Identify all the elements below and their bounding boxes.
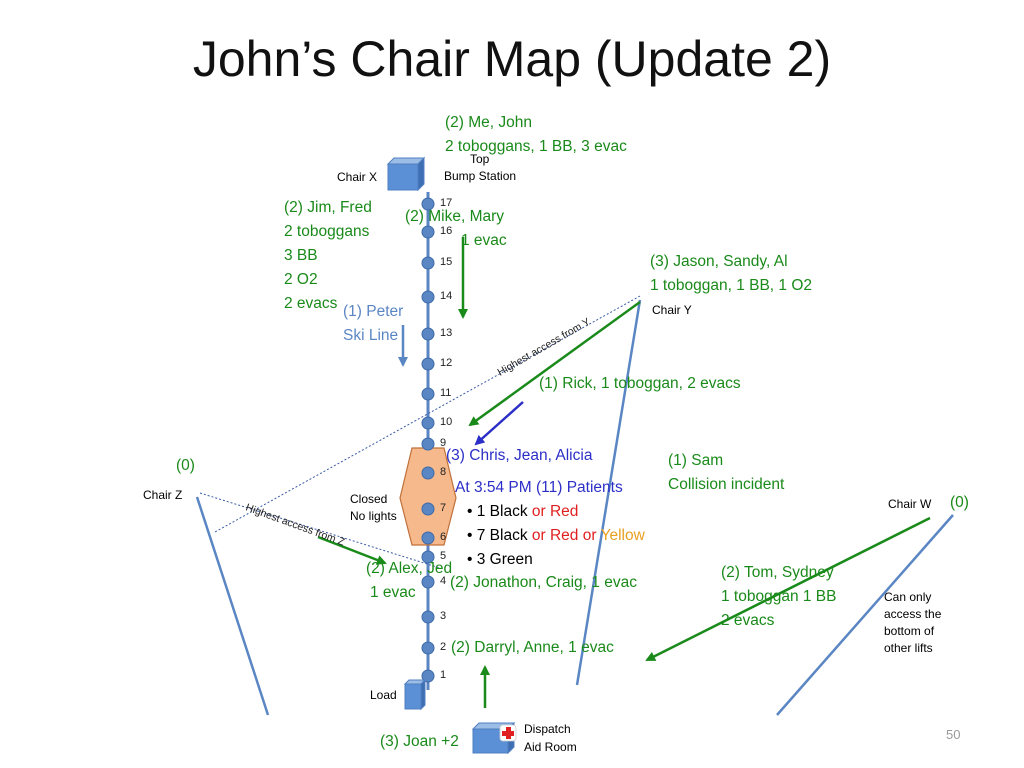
- closed-zone-shape: [399, 447, 457, 546]
- tower-label-14: 14: [440, 290, 453, 302]
- tower-dot-4: [421, 575, 435, 589]
- page-number: 50: [946, 727, 961, 742]
- tower-label-4: 4: [440, 575, 447, 587]
- tower-label-17: 17: [440, 197, 453, 209]
- tower-label-11: 11: [440, 387, 452, 399]
- tower-dot-17: [421, 197, 435, 211]
- tower-label-13: 13: [440, 327, 453, 339]
- chair-w-label: Chair W: [888, 497, 932, 511]
- tower-dot-16: [421, 225, 435, 239]
- tower-dot-11: [421, 387, 435, 401]
- team-alex-jed: (2) Alex, Jed 1 evac: [366, 560, 453, 601]
- chair-x-label: Chair X: [337, 170, 378, 184]
- slide-title: John’s Chair Map (Update 2): [192, 31, 832, 87]
- arrow-rick: [474, 401, 524, 446]
- tower-dot-1: [421, 669, 435, 683]
- tower-dot-12: [421, 357, 435, 371]
- patients-summary: At 3:54 PM (11) Patients 1 Black or Red …: [455, 476, 645, 572]
- tower-dot-6: [421, 531, 435, 545]
- tower-label-3: 3: [440, 610, 447, 622]
- arrow-alex-jed: [317, 535, 387, 565]
- team-chris: (3) Chris, Jean, Alicia: [446, 447, 593, 464]
- chair-z-label: Chair Z: [143, 488, 183, 502]
- tower-label-6: 6: [440, 531, 447, 543]
- top-bump-label-2: Bump Station: [444, 169, 517, 183]
- tower-dot-10: [421, 416, 435, 430]
- access-from-y-line: [214, 295, 641, 533]
- team-jim-fred: (2) Jim, Fred 2 toboggans 3 BB 2 O2 2 ev…: [284, 199, 372, 312]
- no-lights-label: No lights: [350, 509, 397, 523]
- team-peter: (1) Peter Ski Line: [343, 303, 404, 344]
- team-jason: (3) Jason, Sandy, Al 1 toboggan, 1 BB, 1…: [650, 253, 813, 294]
- dispatch-label-2: Aid Room: [524, 740, 577, 754]
- tower-label-7: 7: [440, 502, 447, 514]
- tower-dot-14: [421, 290, 435, 304]
- team-darryl: (2) Darryl, Anne, 1 evac: [451, 639, 614, 656]
- chair-y-label: Chair Y: [652, 303, 692, 317]
- dispatch-aid-room-icon: [471, 721, 517, 755]
- dispatch-label-1: Dispatch: [524, 722, 571, 736]
- patients-item-2: 7 Black or Red or Yellow: [467, 524, 645, 548]
- tower-label-15: 15: [440, 256, 453, 268]
- tower-label-5: 5: [440, 550, 447, 562]
- tower-dot-3: [421, 610, 435, 624]
- team-jonathon: (2) Jonathon, Craig, 1 evac: [450, 574, 637, 591]
- top-bump-station-icon: [386, 156, 426, 192]
- tower-dot-8: [421, 466, 435, 480]
- access-from-z-line: [199, 492, 441, 569]
- arrow-jason: [468, 300, 641, 427]
- tower-dot-2: [421, 641, 435, 655]
- chair-y-line: [575, 299, 642, 686]
- tower-dot-7: [421, 502, 435, 516]
- load-label: Load: [370, 688, 397, 702]
- tower-label-10: 10: [440, 416, 453, 428]
- tower-dot-5: [421, 550, 435, 564]
- chair-w-note: Can only access the bottom of other lift…: [884, 590, 942, 655]
- tower-label-16: 16: [440, 225, 453, 237]
- tower-label-2: 2: [440, 641, 447, 653]
- team-me-john: (2) Me, John 2 toboggans, 1 BB, 3 evac: [445, 114, 627, 155]
- chair-w-line: [776, 514, 954, 716]
- tower-label-12: 12: [440, 357, 453, 369]
- tower-dot-15: [421, 256, 435, 270]
- tower-label-1: 1: [440, 669, 447, 681]
- top-bump-label-1: Top: [470, 152, 490, 166]
- tower-label-8: 8: [440, 466, 447, 478]
- team-sam: (1) Sam Collision incident: [668, 452, 785, 493]
- tower-dots: [421, 197, 435, 683]
- team-rick: (1) Rick, 1 toboggan, 2 evacs: [539, 375, 741, 392]
- team-mike-mary: (2) Mike, Mary 1 evac: [405, 208, 507, 249]
- patients-header: At 3:54 PM (11) Patients: [455, 479, 623, 496]
- patients-list: 1 Black or Red 7 Black or Red or Yellow …: [455, 500, 645, 572]
- tower-label-9: 9: [440, 437, 447, 449]
- patients-item-1: 1 Black or Red: [467, 500, 645, 524]
- patients-item-3: 3 Green: [467, 548, 645, 572]
- team-chair-z-count: (0): [176, 457, 195, 474]
- arrow-tom-sydney: [645, 516, 931, 662]
- team-tom-sydney: (2) Tom, Sydney 1 toboggan 1 BB 2 evacs: [721, 564, 837, 629]
- chair-z-line: [195, 496, 270, 716]
- team-joan: (3) Joan +2: [380, 733, 459, 750]
- access-from-z-label: Highest access from Z: [244, 502, 347, 549]
- closed-label: Closed: [350, 492, 388, 506]
- tower-dot-9: [421, 437, 435, 451]
- tower-dot-13: [421, 327, 435, 341]
- team-chair-w-count: (0): [950, 494, 969, 511]
- load-station-icon: [403, 678, 427, 711]
